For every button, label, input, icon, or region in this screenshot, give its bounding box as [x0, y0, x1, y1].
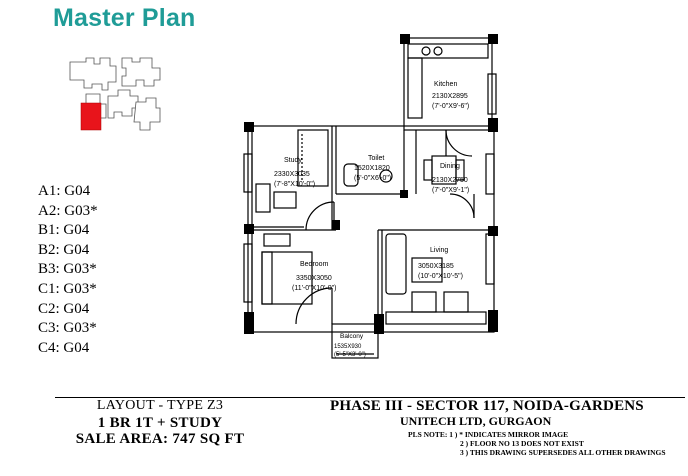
footer-divider — [55, 397, 685, 398]
dining-chair — [455, 159, 465, 181]
bed-headboard — [261, 251, 273, 305]
column — [244, 224, 254, 234]
dining-chair — [423, 159, 433, 181]
unit-item: B2: G04 — [38, 241, 90, 258]
unit-item: C4: G04 — [38, 339, 90, 356]
unit-item: C2: G04 — [38, 300, 90, 317]
bedroom-wardrobe — [263, 233, 291, 247]
layout-info: LAYOUT - TYPE Z3 1 BR 1T + STUDY SALE AR… — [55, 398, 265, 448]
bedroom-window — [243, 243, 253, 303]
room-size: 3050X3185 — [418, 263, 454, 270]
unit-item: A1: G04 — [38, 183, 91, 199]
room-size-ft: (7'-0"X9'-6") — [432, 103, 469, 110]
room-size-ft: (7'-0"X9'-1") — [432, 187, 469, 194]
unit-item: C1: G03* — [38, 280, 97, 297]
column — [488, 34, 498, 44]
column — [400, 34, 410, 44]
kitchen-counter-side — [407, 57, 423, 119]
note-line: 2 ) FLOOR NO 13 DOES NOT EXIST — [460, 439, 584, 448]
room-name: Toilet — [368, 155, 384, 162]
column — [332, 220, 340, 230]
stove-burner — [421, 46, 431, 56]
room-size: 2130X2895 — [432, 93, 468, 100]
key-plan — [69, 57, 161, 131]
column — [374, 314, 384, 334]
room-name: Living — [430, 247, 448, 254]
room-name: Balcony — [340, 333, 364, 340]
column — [488, 226, 498, 236]
column — [400, 190, 408, 198]
room-size-ft: (10'-0"X10'-5") — [418, 273, 463, 280]
room-name: Dining — [440, 163, 460, 170]
coffee-table — [411, 257, 443, 283]
column — [488, 118, 498, 132]
unit-item: A2: G03* — [38, 202, 98, 219]
room-size-ft: (5'-5"X3'-0") — [334, 352, 366, 358]
dining-door — [449, 193, 475, 219]
room-name: Study — [284, 157, 302, 164]
bedroom-door — [295, 287, 333, 325]
page-title: Master Plan — [53, 4, 196, 32]
balcony-outline — [331, 323, 379, 359]
washbasin-fixture — [379, 169, 393, 183]
kitchen-window — [487, 73, 497, 115]
company-name: UNITECH LTD, GURGAON — [400, 414, 552, 428]
study-cabinet — [255, 183, 271, 213]
column — [244, 312, 254, 334]
room-size: 3350X3050 — [296, 275, 332, 282]
unit-item: B1: G04 — [38, 222, 90, 239]
study-wardrobe — [297, 129, 329, 187]
armchair — [411, 291, 437, 313]
room-size-ft: (5'-0"X6'-0") — [354, 175, 391, 182]
living-window — [485, 233, 495, 285]
note-line: 3 ) THIS DRAWING SUPERSEDES ALL OTHER DR… — [460, 448, 666, 457]
kitchen-wall — [403, 37, 493, 131]
study-desk — [273, 191, 297, 209]
highlighted-unit — [80, 102, 102, 131]
unit-item: C3: G03* — [38, 320, 97, 337]
project-phase: PHASE III - SECTOR 117, NOIDA-GARDENS — [330, 398, 644, 414]
unit-item: B3: G03* — [38, 261, 97, 278]
room-size: 2330X3035 — [274, 171, 310, 178]
layout-type: LAYOUT - TYPE Z3 — [96, 398, 224, 413]
note-line: PLS NOTE: 1 ) * INDICATES MIRROR IMAGE — [408, 430, 569, 439]
room-name: Kitchen — [434, 81, 457, 88]
room-size: 1535X930 — [334, 344, 362, 350]
unit-list: A1: G04 A2: G03* B1: G04 B2: G04 B3: G03… — [38, 182, 98, 358]
dining-window — [485, 153, 495, 195]
key-plan-tower-c — [107, 89, 139, 119]
key-plan-tower-a — [69, 57, 117, 91]
room-size-ft: (7'-8"X10'-0") — [274, 181, 315, 188]
sofa — [385, 233, 407, 295]
notes: PLS NOTE: 1 ) * INDICATES MIRROR IMAGE 2… — [408, 430, 666, 457]
living-ledge — [385, 311, 487, 325]
column — [488, 310, 498, 332]
layout-config: 1 BR 1T + STUDY — [97, 414, 223, 431]
key-plan-tower-b — [121, 57, 161, 87]
room-size-ft: (11'-0"X10'-0") — [292, 285, 336, 292]
stove-burner — [433, 46, 443, 56]
kitchen-counter — [407, 43, 489, 59]
study-door — [305, 201, 335, 231]
key-plan-tower-d — [133, 97, 161, 131]
sale-area: SALE AREA: 747 SQ FT — [75, 431, 245, 447]
toilet-fixture — [343, 163, 359, 187]
room-size: 2130X2750 — [432, 177, 468, 184]
floor-plan: Kitchen 2130X2895 (7'-0"X9'-6") Study 23… — [243, 34, 498, 359]
armchair — [443, 291, 469, 313]
room-size: 1520X1820 — [354, 165, 390, 172]
column — [244, 122, 254, 132]
study-window — [243, 153, 253, 193]
room-name: Bedroom — [300, 261, 329, 268]
kitchen-door — [445, 129, 473, 157]
